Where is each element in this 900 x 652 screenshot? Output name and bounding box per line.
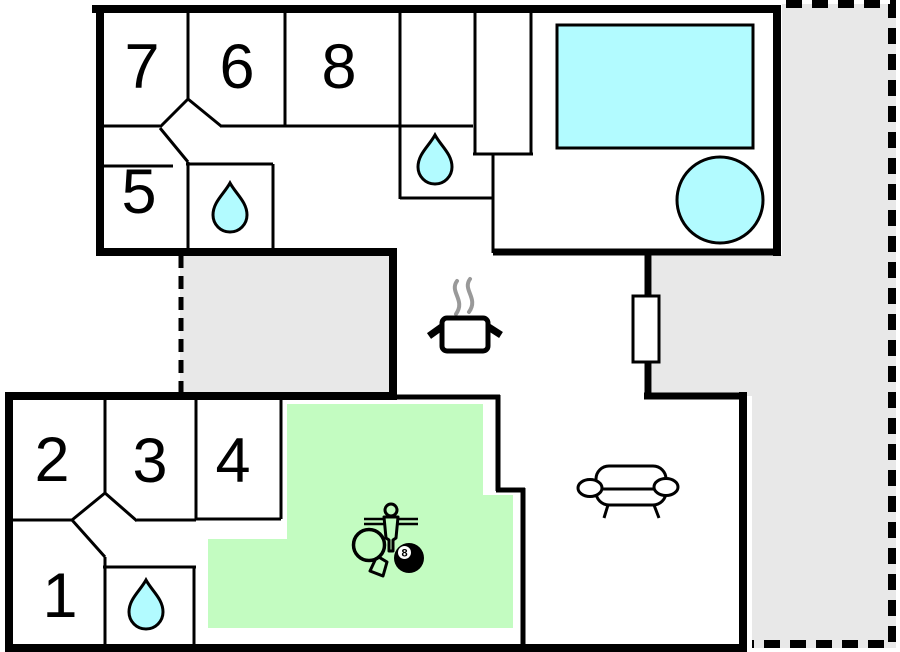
- paddle-blade: [351, 527, 387, 563]
- eight-ball: [394, 543, 424, 573]
- lower-wing-outer-wall: [5, 392, 747, 652]
- sofa-legs: [602, 504, 661, 519]
- eight-ball-circle: [398, 546, 411, 559]
- hot-tub-icon: [675, 155, 765, 245]
- spa-room-fixtures: [555, 23, 765, 245]
- room-numbers: 7 6 8 5 2 3 4 1: [34, 32, 356, 631]
- sofa-armrest-right: [652, 477, 680, 497]
- foosball-player-head: [383, 502, 399, 518]
- steam-icon: [452, 277, 475, 316]
- cooking-pot-icon: [426, 277, 503, 354]
- activity-room-floor: [208, 404, 513, 628]
- activity-room-east-wall: [395, 394, 526, 650]
- terrace-right: [652, 4, 896, 648]
- pool-icon: [555, 23, 755, 150]
- billiard-8-ball-icon: 8: [394, 543, 424, 573]
- upper-wing-interior-walls: [104, 5, 533, 253]
- paddle-handle: [368, 554, 389, 578]
- water-drop-icon: [127, 578, 165, 631]
- outer-walls: [5, 5, 781, 652]
- eight-ball-number: 8: [401, 548, 407, 560]
- table-tennis-paddle-icon: [351, 527, 389, 578]
- lower-wing-interior-walls: [9, 396, 283, 648]
- room-label-3: 3: [132, 426, 167, 496]
- window-icon: [631, 294, 661, 364]
- foosball-player-icon: [364, 502, 418, 553]
- room-label-6: 6: [219, 32, 254, 102]
- activity-room-icons: 8: [351, 502, 424, 578]
- room-label-1: 1: [42, 561, 77, 631]
- water-drop-icon: [416, 133, 454, 186]
- room-label-5: 5: [121, 157, 156, 227]
- sofa-icon: [576, 464, 680, 519]
- terraces: [180, 4, 896, 648]
- pot-body: [439, 315, 491, 354]
- room-label-2: 2: [34, 425, 69, 495]
- terrace-middle-left: [180, 253, 393, 395]
- terrace-boundaries: [178, 0, 896, 648]
- sofa-armrest-left: [576, 478, 604, 498]
- water-drop-icon: [211, 181, 249, 234]
- room-label-7: 7: [124, 32, 159, 102]
- upper-wing-outer-wall: [92, 5, 781, 256]
- foosball-player-body: [382, 515, 400, 553]
- room-label-4: 4: [215, 426, 250, 496]
- room-label-8: 8: [321, 32, 356, 102]
- terrace-right-dashed-border: [752, 0, 896, 648]
